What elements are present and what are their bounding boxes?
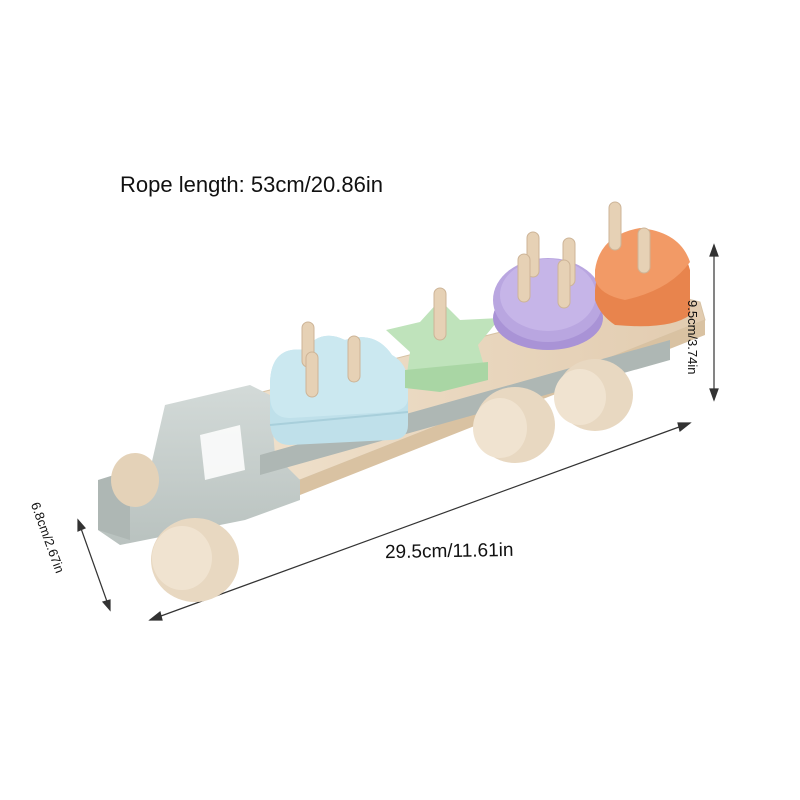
pegs [301,201,651,398]
cab-window [200,425,245,480]
rope-length-label: Rope length: 53cm/20.86in [120,172,383,197]
dimension-lines [77,243,719,621]
length-arrow [149,422,691,621]
purple-circle-shape [493,258,603,350]
length-dimension-label: 29.5cm/11.61in [384,539,514,564]
height-dimension-label: 9.5cm/3.74in [685,300,700,375]
depth-arrow [77,519,111,611]
green-star-shape [386,300,500,392]
blue-cloud-shape [269,335,409,445]
wheels [111,359,633,602]
